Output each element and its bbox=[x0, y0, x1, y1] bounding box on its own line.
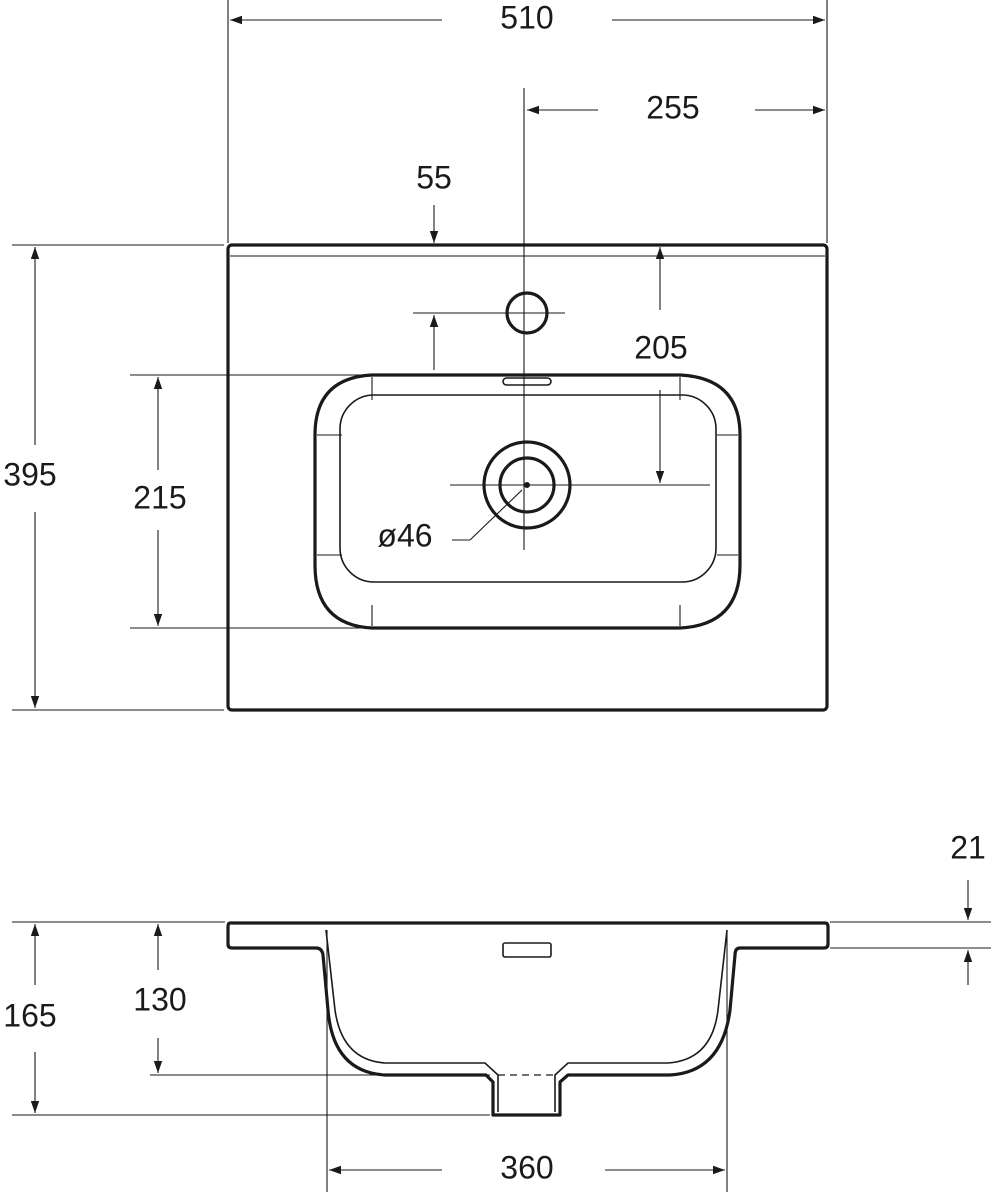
side-view: 21 165 130 360 bbox=[3, 829, 991, 1192]
countertop-outline bbox=[226, 243, 829, 712]
top-view: 510 255 55 205 ø46 215 395 bbox=[3, 0, 829, 712]
drain-diameter-dimension: ø46 bbox=[377, 517, 432, 553]
depth-dimension: 395 bbox=[3, 456, 56, 492]
basin-profile-outer bbox=[226, 921, 830, 1117]
total-height-dimension: 165 bbox=[3, 997, 56, 1033]
width-dimension: 510 bbox=[500, 0, 553, 35]
overflow-slot bbox=[502, 377, 552, 386]
bowl-height-dimension: 130 bbox=[133, 981, 186, 1017]
drain-offset-dimension: 205 bbox=[634, 329, 687, 365]
bowl-width-dimension: 360 bbox=[500, 1149, 553, 1185]
bowl-outer bbox=[313, 373, 742, 630]
slab-thickness-dimension: 21 bbox=[950, 829, 986, 865]
half-width-dimension: 255 bbox=[646, 89, 699, 125]
bowl-facet-lines bbox=[317, 377, 738, 626]
tap-hole-offset-dimension: 55 bbox=[416, 159, 452, 195]
bowl-inner bbox=[339, 394, 717, 583]
overflow-slot-side bbox=[502, 942, 552, 958]
bowl-depth-dimension: 215 bbox=[133, 479, 186, 515]
basin-profile-inner bbox=[325, 929, 728, 1112]
